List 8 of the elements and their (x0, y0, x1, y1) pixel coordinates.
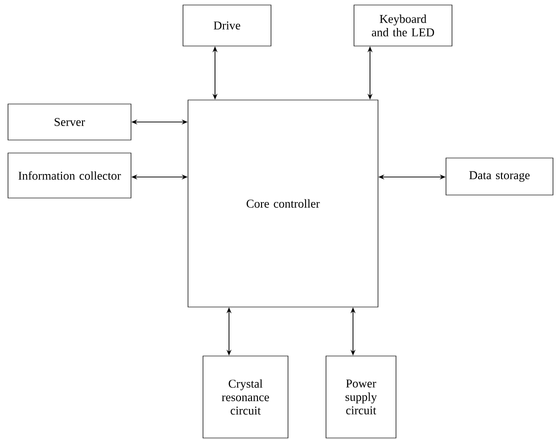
block-box: Information collector (8, 152, 132, 198)
block-box: Server (8, 104, 132, 140)
block-box: Keyboard and the LED (354, 4, 452, 46)
block-box: Power supply circuit (326, 356, 396, 438)
block-box: Drive (182, 4, 272, 46)
block-box: Crystal resonance circuit (202, 356, 288, 438)
block-box: Core controller (188, 100, 378, 308)
block-box: Data storage (446, 158, 554, 196)
